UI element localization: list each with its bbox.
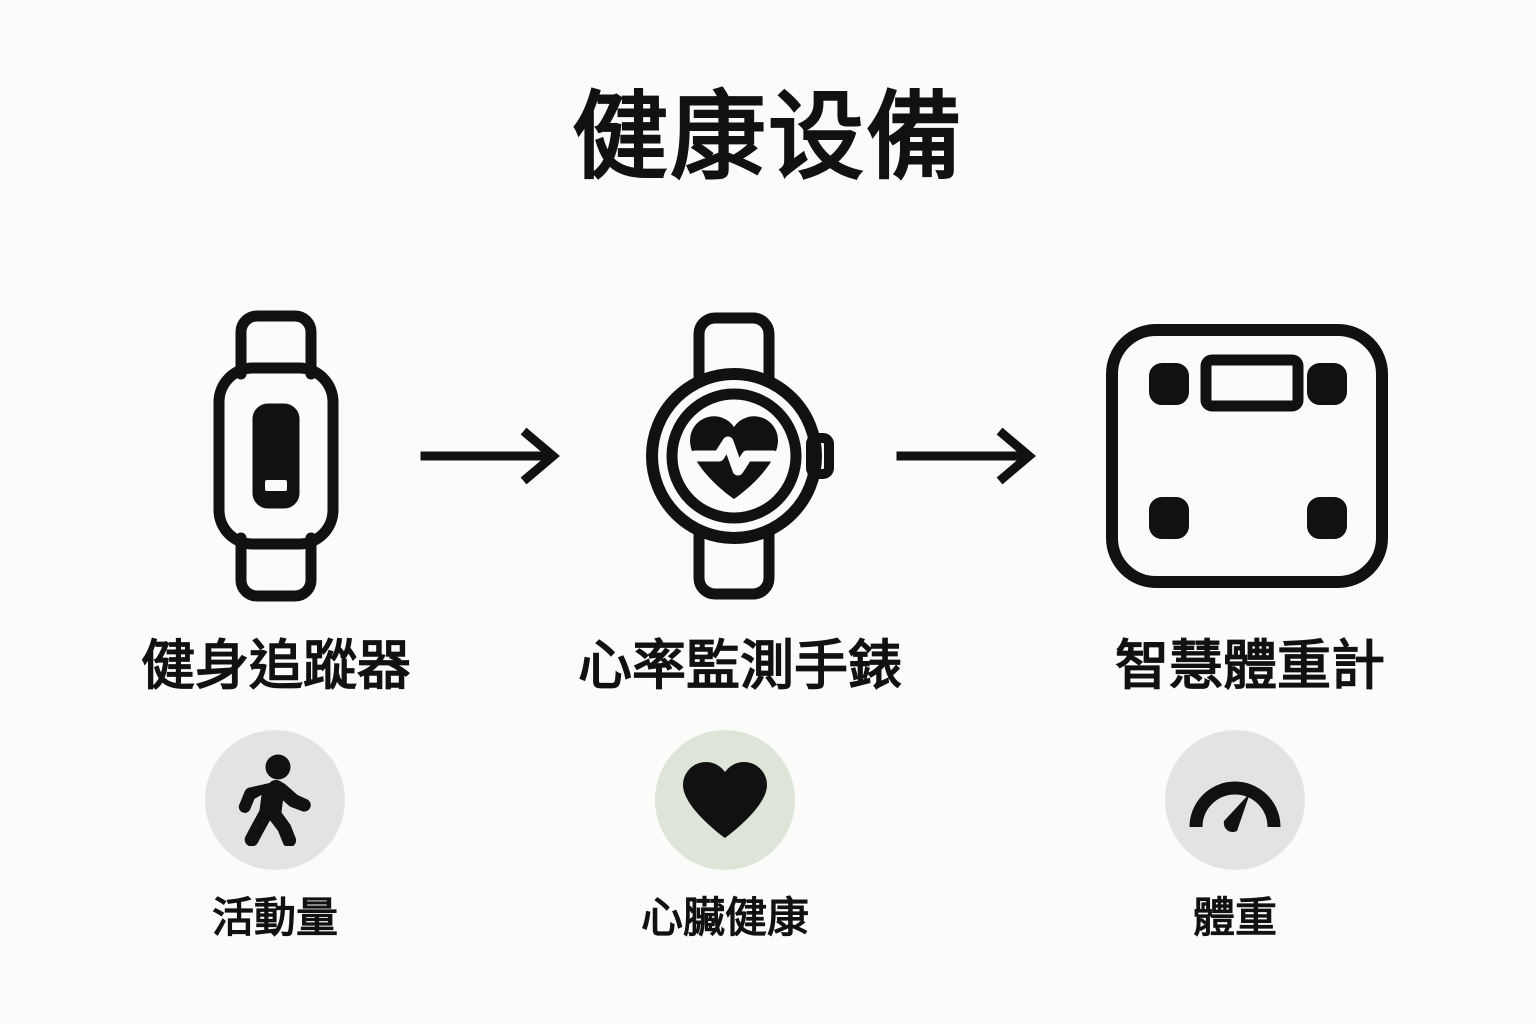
heart-rate-watch-icon xyxy=(635,306,845,606)
device-heart-rate-watch[interactable] xyxy=(592,296,888,616)
walking-person-icon xyxy=(233,754,317,846)
metric-badge-body-weight xyxy=(1165,730,1305,870)
heart-icon xyxy=(679,758,771,842)
arrow-right-icon xyxy=(895,426,1045,486)
page-title: 健康设備 xyxy=(572,84,964,191)
device-flow-row xyxy=(0,296,1536,616)
device-fitness-tracker[interactable] xyxy=(128,296,424,616)
device-label-row: 健身追蹤器 心率監測手錶 智慧體重計 xyxy=(0,626,1536,710)
smart-scale-icon xyxy=(1102,320,1392,592)
metric-label-activity: 活動量 xyxy=(211,894,338,941)
flow-arrow-2 xyxy=(880,296,1060,616)
metric-label-body-weight: 體重 xyxy=(1192,894,1277,941)
device-label-heart-rate-watch: 心率監測手錶 xyxy=(578,636,902,696)
device-label-fitness-tracker: 健身追蹤器 xyxy=(141,636,411,696)
fitness-tracker-icon xyxy=(201,306,351,606)
arrow-right-icon xyxy=(419,426,569,486)
metric-badge-heart-health xyxy=(655,730,795,870)
metric-body-weight[interactable]: 體重 xyxy=(1085,730,1385,944)
flow-arrow-1 xyxy=(404,296,584,616)
device-label-smart-scale: 智慧體重計 xyxy=(1115,636,1385,696)
metric-heart-health[interactable]: 心臟健康 xyxy=(575,730,875,944)
metric-activity[interactable]: 活動量 xyxy=(125,730,425,944)
metric-label-heart-health: 心臟健康 xyxy=(640,894,809,941)
gauge-icon xyxy=(1188,765,1282,835)
metric-badge-activity xyxy=(205,730,345,870)
device-smart-scale[interactable] xyxy=(1092,296,1402,616)
metric-row: 活動量 心臟健康 xyxy=(0,730,1536,960)
